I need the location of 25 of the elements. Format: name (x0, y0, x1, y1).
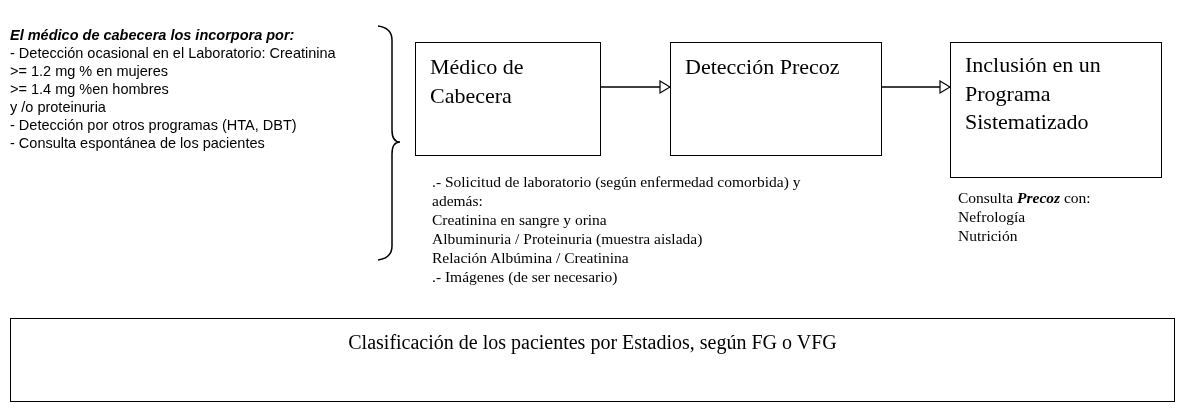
note-text: - Consulta espontánea de los pacientes (10, 134, 266, 152)
box-label: Médico de Cabecera (430, 53, 525, 110)
arrow (600, 80, 671, 94)
box-label: Inclusión en un Programa Sistematizado (965, 51, 1102, 137)
arrow (881, 80, 951, 94)
process-box (415, 42, 601, 156)
note-text: - Detección por otros programas (HTA, DBT) (10, 116, 298, 134)
note-text: Relación Albúmina / Creatinina (432, 248, 630, 267)
note-text: Albuminuria / Proteinuria (muestra aislada) (432, 229, 704, 248)
note-text: y /o proteinuria (10, 98, 107, 116)
process-box (950, 42, 1162, 178)
note-text: Nefrología (958, 207, 1027, 226)
note-text: Consulta Precoz con: (958, 188, 1092, 207)
note-text: Nutrición (958, 226, 1019, 245)
box-label: Clasificación de los pacientes por Estadios, según FG o VFG (347, 330, 838, 355)
process-box (670, 42, 882, 156)
process-box (10, 318, 1175, 402)
note-text: >= 1.4 mg %en hombres (10, 80, 170, 98)
note-heading: El médico de cabecera los incorpora por: (10, 26, 296, 44)
note-text: Creatinina en sangre y orina (432, 210, 608, 229)
note-text: .- Imágenes (de ser necesario) (432, 267, 619, 286)
note-text: >= 1.2 mg % en mujeres (10, 62, 169, 80)
box-label: Detección Precoz (685, 53, 841, 81)
note-text: - Detección ocasional en el Laboratorio: Creatinina (10, 44, 337, 62)
note-text: .- Solicitud de laboratorio (según enfermedad comorbida) y además: (432, 172, 802, 210)
